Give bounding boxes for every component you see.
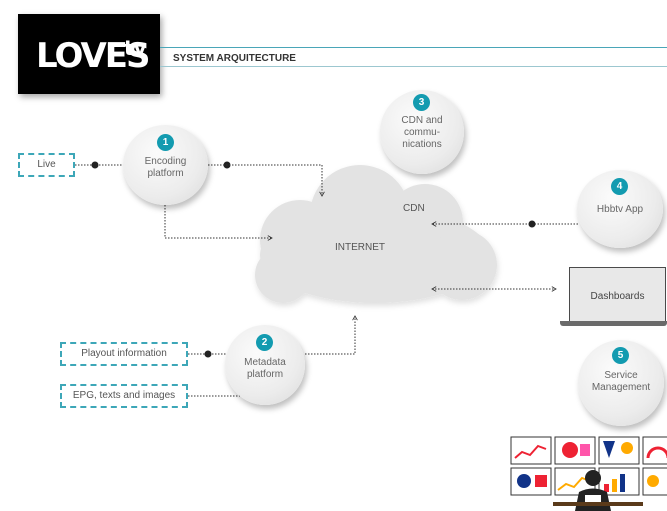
cdn-label-line1: CDN and	[401, 115, 443, 126]
cloud-cdn-label: CDN	[403, 203, 425, 214]
header-rule-top	[160, 47, 667, 48]
step-1-badge: 1	[157, 134, 174, 151]
step-4-badge: 4	[611, 178, 628, 195]
cdn-label-line3: nications	[402, 139, 442, 150]
epg-texts-images-box: EPG, texts and images	[60, 384, 188, 408]
step-5-badge: 5	[612, 347, 629, 364]
dashboard-tiles-icon	[510, 436, 667, 511]
dashboards-label: Dashboards	[590, 291, 645, 302]
laptop-base	[560, 321, 667, 326]
encoding-label-line2: platform	[147, 168, 184, 179]
metadata-label-line1: Metadata	[244, 357, 286, 368]
metadata-platform-node: 2 Metadata platform	[225, 325, 305, 405]
connector-encoding-cdn	[208, 161, 325, 197]
metadata-label-line2: platform	[246, 369, 284, 380]
cdn-label-line2: commu-	[403, 127, 441, 138]
dashboards-laptop-icon: Dashboards	[569, 267, 666, 325]
service-label-line2: Management	[591, 382, 651, 393]
logo: LOVES tv	[18, 14, 160, 94]
step-3-badge: 3	[413, 94, 430, 111]
header-rule-bottom	[160, 66, 667, 67]
connector-metadata-internet	[305, 315, 358, 355]
step-2-badge: 2	[256, 334, 273, 351]
connector-hbbtv-cdn	[431, 220, 578, 228]
encoding-platform-node: 1 Encoding platform	[123, 125, 208, 205]
hbbtv-app-node: 4 Hbbtv App	[577, 170, 663, 248]
connector-encoding-internet	[164, 205, 273, 241]
hbbtv-label: Hbbtv App	[596, 204, 644, 215]
playout-label: Playout information	[81, 348, 167, 359]
service-management-node: 5 Service Management	[578, 340, 664, 426]
live-input-box: Live	[18, 153, 75, 177]
logo-superscript: tv	[124, 36, 147, 60]
playout-information-box: Playout information	[60, 342, 188, 366]
connector-live-encoding	[75, 161, 130, 169]
cloud-internet-label: INTERNET	[335, 242, 385, 253]
cdn-communications-node: 3 CDN and commu- nications	[380, 90, 464, 174]
live-label: Live	[37, 159, 56, 170]
page-title: SYSTEM ARQUITECTURE	[173, 53, 296, 64]
internet-cloud	[255, 165, 497, 303]
service-label-line1: Service	[604, 370, 638, 381]
encoding-label-line1: Encoding	[144, 156, 187, 167]
logo-text: LOVES	[36, 36, 150, 76]
epg-label: EPG, texts and images	[72, 390, 176, 401]
